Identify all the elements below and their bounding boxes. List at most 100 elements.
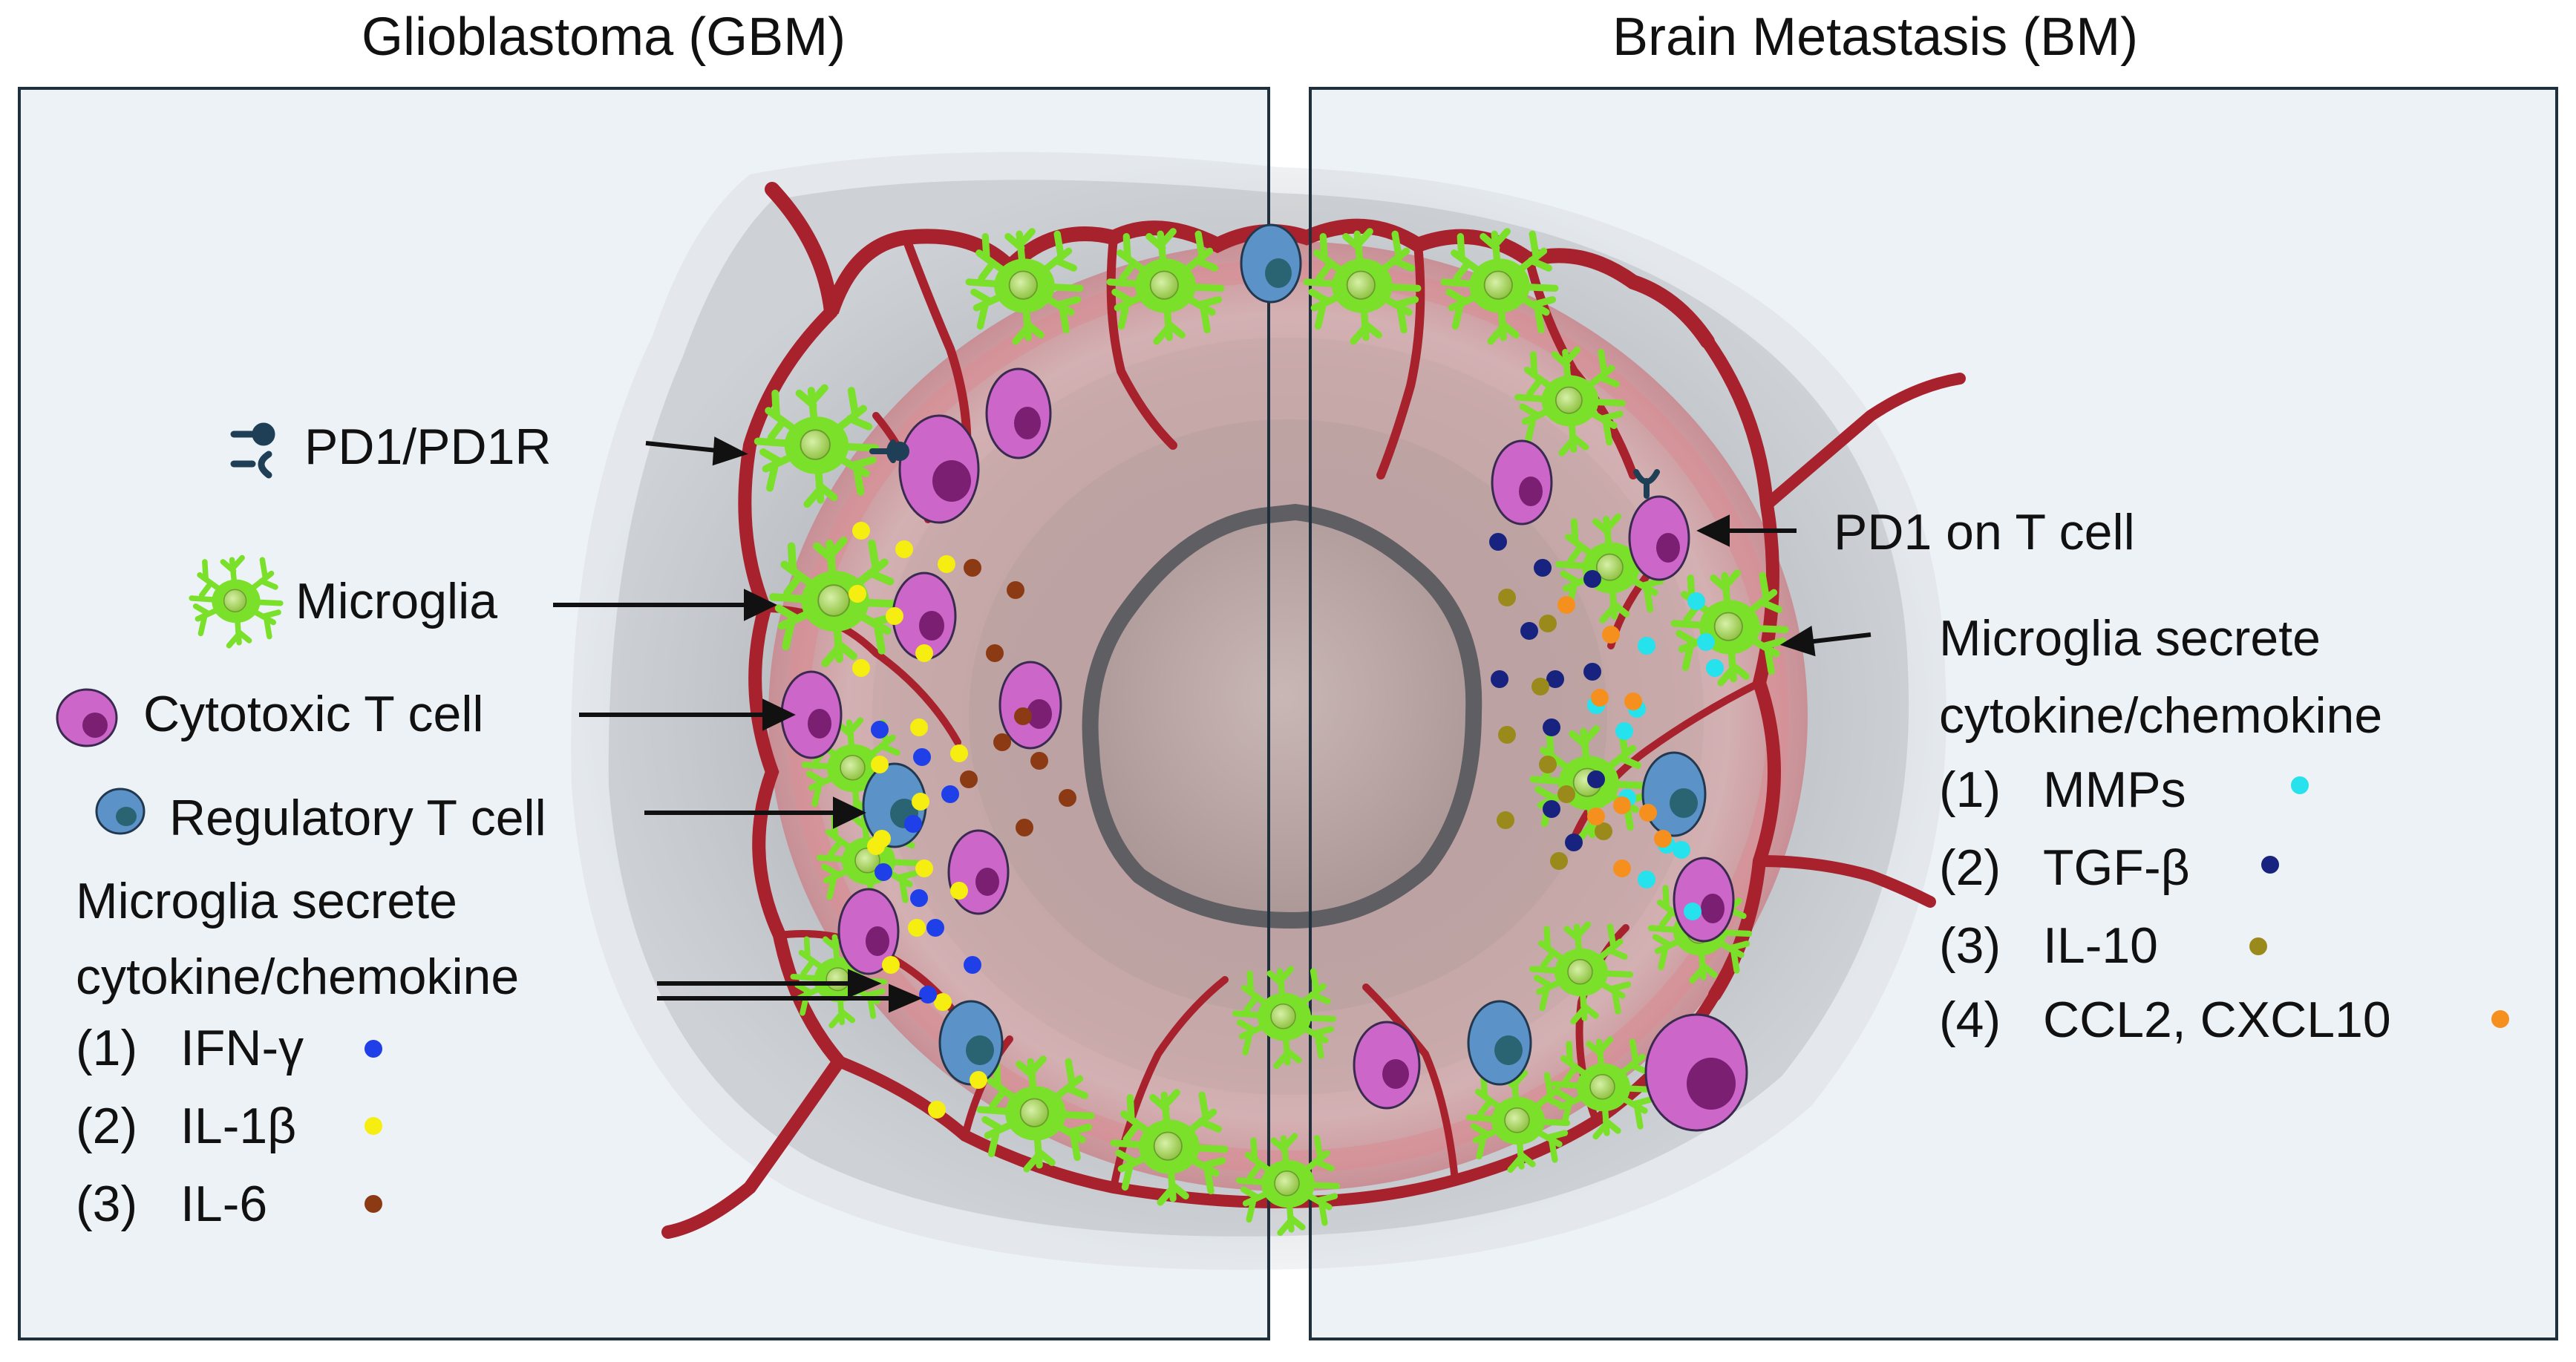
gbm-cytokine-dot <box>1007 581 1024 599</box>
gbm-cytokine-dot <box>886 607 903 625</box>
gbm-secrete-line1: Microglia secrete <box>76 873 457 929</box>
necrotic-core <box>1082 503 1482 929</box>
gbm-cytokine-dot <box>960 770 978 788</box>
gbm-cytokine-1-name: IFN-γ <box>180 1020 304 1076</box>
bm-cytokine-dot <box>1565 834 1583 851</box>
gbm-cytokine-dot <box>970 1071 987 1089</box>
bm-cytokine-dot <box>1587 770 1605 788</box>
gbm-cytokine-dot <box>1030 752 1048 770</box>
cytotoxic-t-cell <box>837 888 900 975</box>
bm-cytokine-dot <box>1539 615 1557 632</box>
pd1-label: PD1/PD1R <box>304 419 552 475</box>
regulatory-t-cell <box>1641 751 1707 837</box>
bm-cytokine-4-num: (4) <box>1939 992 2001 1048</box>
gbm-cytokine-dot <box>882 956 900 974</box>
pd1-on-t-cell-icon <box>1633 469 1660 499</box>
bm-cytokine-2-name: TGF-β <box>2043 839 2190 896</box>
gbm-cytokine-dot <box>904 815 922 833</box>
bm-cytokine-dot <box>1587 808 1605 825</box>
gbm-title: Glioblastoma (GBM) <box>362 7 846 67</box>
cytotoxic-t-cell <box>1353 1021 1421 1110</box>
pd1-arrow <box>645 436 748 466</box>
bm-cytokine-dot <box>1498 726 1516 744</box>
bm-cytokine-dot <box>1539 756 1557 773</box>
gbm-cytokine-dot <box>1016 819 1033 836</box>
bm-cytokine-dots <box>1489 533 1724 920</box>
cytotoxic-t-cell <box>998 661 1062 750</box>
bm-cytokine-dot <box>1557 596 1575 614</box>
gbm-cytokine-dot <box>875 863 892 881</box>
gbm-cytokine-dot <box>910 718 928 736</box>
gbm-cytokine-dot <box>928 1101 946 1119</box>
bm-cytokine-dot <box>1602 626 1620 644</box>
gbm-cytokine-dot <box>993 733 1011 751</box>
bm-cytokine-dot <box>1520 622 1538 640</box>
ifn-gamma-dot <box>365 1040 382 1058</box>
cytotoxic-t-cell <box>1628 495 1690 581</box>
bm-cytokine-dot <box>1615 722 1633 740</box>
pd1-on-t-cell-arrow <box>1696 514 1797 547</box>
gbm-cytokine-dot <box>919 986 937 1004</box>
gbm-cytokine-dot <box>908 919 926 937</box>
gbm-cytokine-dot <box>934 993 952 1011</box>
gbm-cytokine-dot <box>964 559 981 577</box>
gbm-cytokine-dot <box>915 860 933 877</box>
il-6-dot <box>365 1195 382 1213</box>
gbm-cytokine-dot <box>941 785 959 803</box>
bm-cytokine-dot <box>1550 852 1568 870</box>
cytotoxic-t-cell <box>985 367 1052 459</box>
gbm-cytokine-3-num: (3) <box>76 1176 138 1232</box>
cytotoxic-t-cells <box>780 367 1748 1132</box>
bm-cytokine-dot <box>1546 670 1564 688</box>
gbm-cytokine-dot <box>871 756 889 773</box>
bm-cytokine-dot <box>1613 860 1631 877</box>
ccl2-cxcl10-dot <box>2491 1010 2509 1028</box>
gbm-cytokine-dot <box>1059 789 1076 807</box>
bm-cytokine-dot <box>1684 903 1701 920</box>
mmps-dot <box>2291 776 2309 794</box>
gbm-cytokine-3-name: IL-6 <box>180 1176 268 1232</box>
bm-cytokine-dot <box>1706 659 1724 677</box>
gbm-cytokine-dot <box>915 644 933 662</box>
gbm-cytokine-dot <box>849 585 866 603</box>
bm-cytokine-dot <box>1534 559 1552 577</box>
bm-cytokine-1-num: (1) <box>1939 762 2001 818</box>
gbm-cytokine-dot <box>950 882 968 900</box>
pd1-on-t-cell-label: PD1 on T cell <box>1834 504 2135 560</box>
regulatory-t-cell <box>938 1000 1004 1086</box>
bm-cytokine-dot <box>1654 830 1672 848</box>
regulatory-t-cell <box>1240 223 1302 304</box>
gbm-cytokine-dot <box>986 644 1004 662</box>
bm-cytokine-dot <box>1543 800 1560 818</box>
bm-secrete-line2: cytokine/chemokine <box>1939 687 2383 744</box>
bm-cytokine-dot <box>1498 589 1516 606</box>
gbm-cytokine-dot <box>964 956 981 974</box>
bm-cytokine-1-name: MMPs <box>2043 762 2186 818</box>
microglia-label: Microglia <box>295 573 498 629</box>
pd1-receptor-icon <box>869 439 909 463</box>
cytotoxic-t-cell <box>1644 1013 1748 1132</box>
il-10-dot <box>2249 937 2267 955</box>
secrete-arrow-2 <box>657 983 923 1013</box>
pd1-legend-icon <box>230 422 275 479</box>
bm-cytokine-dot <box>1638 871 1655 888</box>
bm-cytokine-dot <box>1595 822 1612 840</box>
bm-cytokine-4-name: CCL2, CXCL10 <box>2043 992 2391 1048</box>
bm-cytokine-dot <box>1489 533 1507 551</box>
bm-cytokine-2-num: (2) <box>1939 839 2001 896</box>
gbm-cytokine-2-num: (2) <box>76 1098 138 1154</box>
cytotoxic-t-cell <box>898 414 980 524</box>
regulatory-legend-icon <box>95 788 146 835</box>
gbm-cytokine-dot <box>1014 707 1032 725</box>
bm-cytokine-dot <box>1583 663 1601 681</box>
regulatory-t-cell <box>1467 1000 1532 1086</box>
secrete-arrow-1 <box>657 969 882 998</box>
cytotoxic-t-cell <box>1673 857 1735 943</box>
bm-cytokine-dot <box>1557 785 1575 803</box>
gbm-secrete-line2: cytokine/chemokine <box>76 949 520 1005</box>
bm-cytokine-dot <box>1638 637 1655 655</box>
bm-cytokine-dot <box>1624 693 1642 710</box>
gbm-cytokine-1-num: (1) <box>76 1020 138 1076</box>
tgf-beta-dot <box>2261 856 2279 874</box>
bm-cytokine-dot <box>1613 796 1631 814</box>
